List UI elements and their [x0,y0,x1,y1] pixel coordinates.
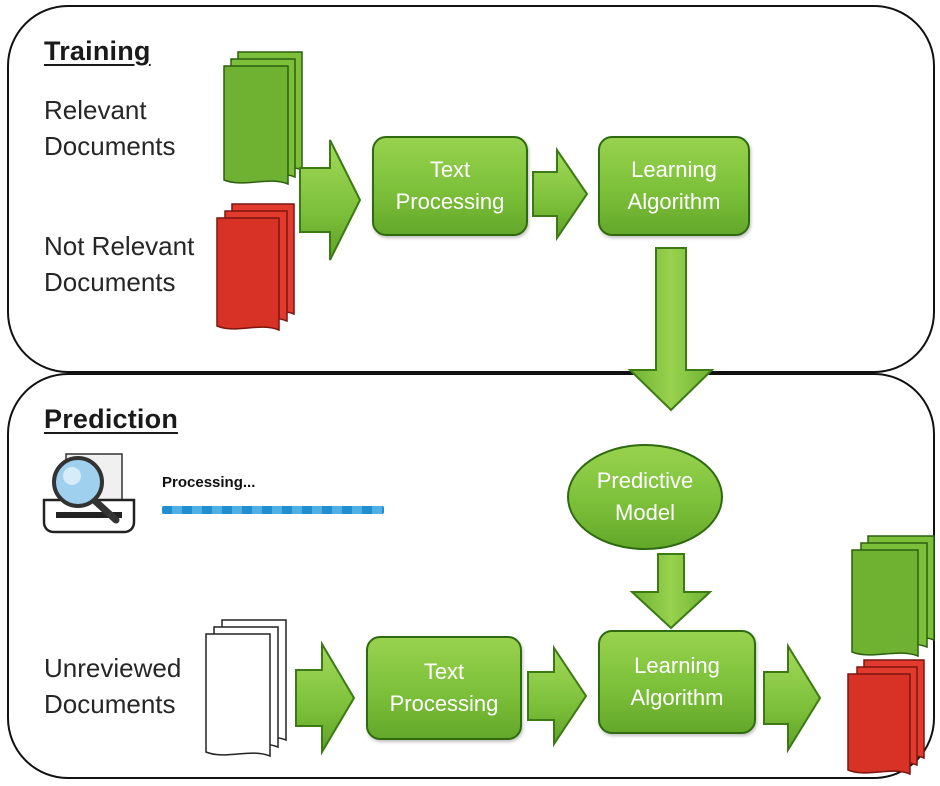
relevant-documents-label: Relevant Documents [44,95,176,161]
prediction-title: Prediction [44,404,179,434]
arrow-docs-to-text-processing-pred [295,640,356,756]
output-relevant-documents-icon [851,535,935,658]
training-title: Training [44,36,151,66]
arrow-text-to-learning-train [532,146,589,242]
not-relevant-documents-label: Not Relevant Documents [44,231,195,297]
progress-fill [162,506,384,514]
arrow-docs-to-text-processing-train [299,139,362,261]
not-relevant-documents-icon [216,203,295,332]
relevant-documents-icon [223,51,303,186]
magnifier-printer-icon [42,453,136,534]
processing-progress-bar [162,506,384,514]
arrow-model-to-learning [629,553,713,630]
unreviewed-documents-icon [205,619,287,758]
arrow-learning-to-output [763,642,822,754]
predictive-model-ellipse: Predictive Model [567,444,723,550]
learning-algorithm-box-prediction: Learning Algorithm [598,630,756,734]
text-processing-box-prediction: Text Processing [366,636,522,740]
arrow-text-to-learning-pred [527,644,588,748]
output-not-relevant-documents-icon [847,659,925,776]
processing-status-text: Processing... [162,474,256,491]
arrow-learning-to-model [627,247,715,412]
text-processing-box-training: Text Processing [372,136,528,236]
unreviewed-documents-label: Unreviewed Documents [44,653,182,719]
learning-algorithm-box-training: Learning Algorithm [598,136,750,236]
